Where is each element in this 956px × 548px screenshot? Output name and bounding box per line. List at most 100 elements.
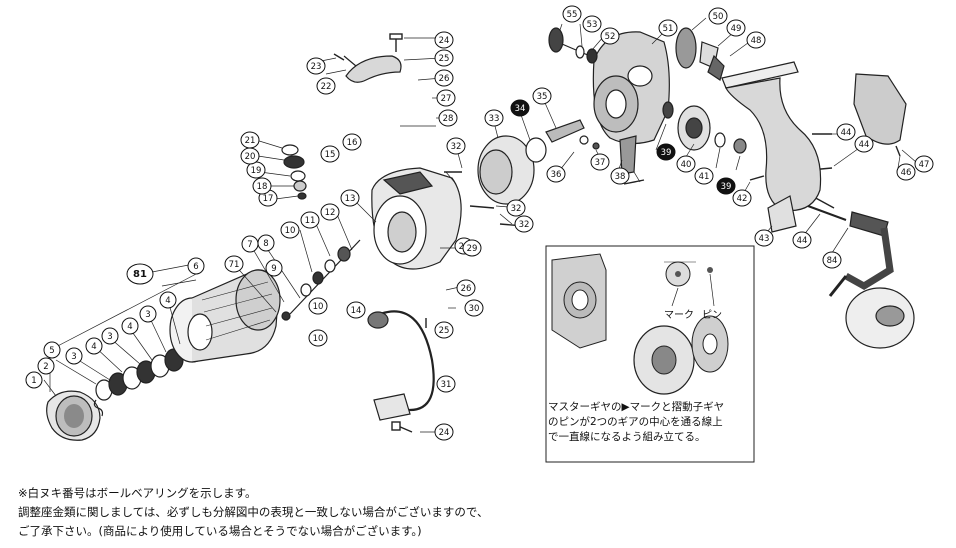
part-callout-29: 29 <box>462 239 482 257</box>
callout-circle <box>306 57 326 75</box>
part-callout-15: 15 <box>320 145 340 163</box>
callout-number: 81 <box>133 269 147 280</box>
callout-circle <box>434 49 454 67</box>
body-cover <box>721 61 907 233</box>
callout-number: 51 <box>663 24 674 34</box>
part-callout-12: 12 <box>320 203 340 221</box>
callout-circle <box>434 69 454 87</box>
callout-number: 22 <box>321 82 332 92</box>
part-callout-23: 23 <box>306 57 326 75</box>
part-callout-42: 42 <box>732 189 752 207</box>
callout-circle <box>510 99 530 117</box>
callout-circle <box>159 291 177 309</box>
callout-number: 27 <box>441 94 452 104</box>
part-callout-24b: 24 <box>434 423 454 441</box>
part-callout-46: 46 <box>896 163 916 181</box>
drag-knob <box>46 390 101 441</box>
callout-circle <box>896 163 916 181</box>
callout-circle <box>187 257 205 275</box>
callout-circle <box>462 239 482 257</box>
callout-number: 12 <box>325 208 336 218</box>
callout-number: 9 <box>271 264 276 274</box>
callout-number: 10 <box>285 226 296 236</box>
callout-circle <box>792 231 812 249</box>
part-callout-27: 27 <box>436 89 456 107</box>
part-callout-55: 55 <box>562 5 582 23</box>
part-callout-84: 84 <box>822 251 842 269</box>
callout-circle <box>610 167 630 185</box>
callout-number: 48 <box>751 36 762 46</box>
drag-washers <box>93 348 184 417</box>
callout-number: 11 <box>305 216 316 226</box>
line-roller <box>281 144 307 200</box>
part-callout-4c: 4 <box>159 291 177 309</box>
callout-number: 44 <box>797 236 808 246</box>
part-callout-35: 35 <box>532 87 552 105</box>
part-callout-40: 40 <box>676 155 696 173</box>
footnote-usage-note: ご了承下さい。(商品により使用している場合とそうでない場合がございます。) <box>18 524 422 538</box>
callout-circle <box>25 371 43 389</box>
callout-circle <box>746 31 766 49</box>
callout-number: 26 <box>439 74 450 84</box>
callout-number: 39 <box>661 148 672 158</box>
part-callout-25b: 25 <box>434 321 454 339</box>
part-callout-7: 7 <box>241 235 259 253</box>
callout-circle <box>436 375 456 393</box>
part-callout-51: 51 <box>658 19 678 37</box>
part-callout-71: 71 <box>224 255 244 273</box>
callout-circle <box>434 31 454 49</box>
pinion-gear <box>477 119 585 205</box>
callout-circle <box>240 131 260 149</box>
callout-number: 37 <box>595 158 606 168</box>
part-callout-44: 44 <box>836 123 856 141</box>
assembly-inset: マーク ピン <box>545 245 755 463</box>
part-callout-33: 33 <box>484 109 504 127</box>
part-callout-10: 10 <box>280 221 300 239</box>
callout-circle <box>280 221 300 239</box>
callout-circle <box>316 77 336 95</box>
bail-arm <box>343 55 402 83</box>
callout-circle <box>436 89 456 107</box>
part-callout-10c: 10 <box>308 329 328 347</box>
part-callout-36: 36 <box>546 165 566 183</box>
part-callout-2: 2 <box>37 357 55 375</box>
part-callout-39: 39 <box>656 143 676 161</box>
callout-number: 17 <box>263 194 274 204</box>
part-callout-10b: 10 <box>308 297 328 315</box>
callout-circle <box>716 177 736 195</box>
callout-number: 7 <box>247 240 252 250</box>
callout-number: 13 <box>345 194 356 204</box>
parts-drawing <box>43 17 917 441</box>
callout-number: 53 <box>587 20 598 30</box>
callout-number: 35 <box>537 92 548 102</box>
callout-number: 15 <box>325 150 336 160</box>
callout-number: 55 <box>567 10 578 20</box>
callout-circle <box>546 165 566 183</box>
part-callout-41: 41 <box>694 167 714 185</box>
callout-number: 19 <box>251 166 262 176</box>
part-callout-38: 38 <box>610 167 630 185</box>
callout-number: 3 <box>107 332 112 342</box>
callout-circle <box>694 167 714 185</box>
slider-parts <box>579 135 637 175</box>
callout-circle <box>126 263 154 285</box>
callout-circle <box>726 19 746 37</box>
callout-circle <box>676 155 696 173</box>
callout-number: 36 <box>551 170 562 180</box>
callout-circle <box>265 259 283 277</box>
part-callout-22: 22 <box>316 77 336 95</box>
callout-number: 6 <box>193 262 198 272</box>
callout-number: 84 <box>827 256 838 266</box>
part-callout-49: 49 <box>726 19 746 37</box>
callout-circle <box>582 15 602 33</box>
part-callout-39b: 39 <box>716 177 736 195</box>
callout-number: 26 <box>461 284 472 294</box>
callout-circle <box>836 123 856 141</box>
oscillating-gear <box>675 27 725 81</box>
part-callout-9: 9 <box>265 259 283 277</box>
callout-number: 32 <box>451 142 462 152</box>
callout-number: 16 <box>347 138 358 148</box>
part-callout-53: 53 <box>582 15 602 33</box>
